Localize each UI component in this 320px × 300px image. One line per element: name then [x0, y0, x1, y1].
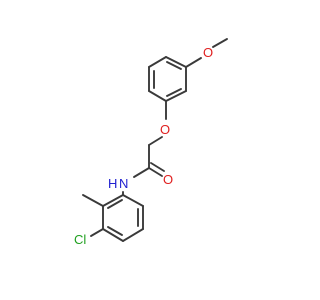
- bond: [165, 56, 187, 68]
- bond: [212, 38, 228, 48]
- bond: [148, 136, 163, 146]
- chloromethylphenyl-ring: [102, 194, 144, 242]
- carbonyl-oxygen-label: O: [163, 172, 173, 187]
- structure-svg: O O O H N Cl: [74, 38, 228, 247]
- methoxy-oxygen-label: O: [203, 45, 213, 60]
- bond: [148, 167, 163, 177]
- chlorine-label: Cl: [74, 232, 86, 247]
- bond: [133, 167, 150, 178]
- bond: [102, 228, 124, 242]
- double-bond-inner: [166, 61, 182, 70]
- bond: [122, 194, 144, 207]
- methoxyphenyl-ring: [148, 56, 187, 102]
- amide-hydrogen-label: H: [108, 176, 117, 191]
- bond: [150, 162, 165, 172]
- double-bond-inner: [166, 88, 182, 97]
- double-bond-inner: [107, 199, 123, 209]
- bond: [148, 56, 167, 68]
- bond: [102, 194, 124, 207]
- bond: [90, 228, 104, 237]
- ether-oxygen-label: O: [160, 122, 170, 137]
- bond: [165, 90, 187, 102]
- bond: [148, 90, 167, 102]
- molecule-diagram: O O O H N Cl: [74, 38, 228, 247]
- bond: [82, 194, 104, 207]
- amide-nitrogen-label: N: [119, 176, 128, 191]
- bond: [185, 57, 202, 68]
- bond: [122, 228, 144, 242]
- double-bond-inner: [107, 226, 123, 236]
